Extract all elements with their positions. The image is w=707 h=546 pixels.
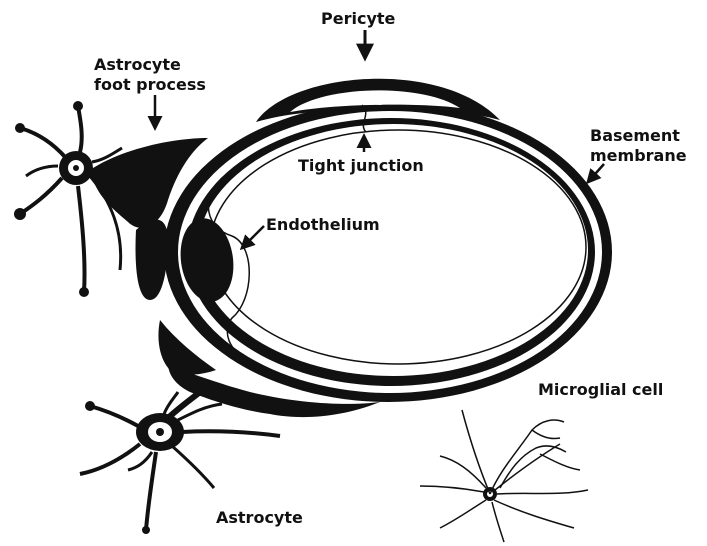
upper-astrocyte-endfoot-1 [15, 123, 25, 133]
basement-membrane-arrow [588, 164, 604, 182]
microglia-process-12 [500, 446, 566, 488]
label-basement-membrane-line2: membrane [590, 146, 687, 165]
upper-astrocyte-process-4 [78, 186, 85, 292]
lower-astrocyte-endfoot-1 [85, 401, 95, 411]
upper-astrocyte-endfoot-2 [73, 101, 83, 111]
microglia-process-10 [532, 430, 560, 439]
microglia-process-2 [490, 420, 564, 494]
microglia-process-9 [440, 456, 486, 488]
lower-astrocyte-process-3 [146, 452, 156, 530]
lower-astrocyte-process-1 [90, 406, 138, 426]
label-tight-junction: Tight junction [298, 156, 424, 175]
label-pericyte: Pericyte [321, 9, 395, 28]
microglia-process-8 [420, 486, 484, 492]
microglial-cell [420, 410, 588, 542]
label-endothelium: Endothelium [266, 215, 380, 234]
lower-astrocyte-process-8 [128, 452, 152, 470]
upper-astrocyte-process-1 [20, 128, 66, 158]
microglia-process-4 [497, 490, 588, 494]
label-basement-membrane-line1: Basement [590, 126, 680, 145]
microglia-process-5 [494, 500, 574, 528]
upper-astrocyte-nucleolus [73, 165, 79, 171]
lower-astrocyte-nucleolus [156, 428, 164, 436]
microglia-process-11 [540, 454, 580, 470]
lower-astrocyte-endfoot-3 [142, 526, 150, 534]
lower-astrocyte-process-5 [172, 446, 214, 488]
astrocyte-foot-process-mid [136, 220, 169, 300]
microglia-process-6 [492, 502, 504, 542]
microglia-process-1 [462, 410, 490, 494]
upper-astrocyte-process-3 [20, 178, 62, 214]
upper-astrocyte-process-7 [26, 166, 58, 176]
upper-astrocyte [14, 101, 122, 297]
label-astrocyte: Astrocyte [216, 508, 303, 527]
upper-astrocyte-endfoot-3 [14, 208, 26, 220]
label-astrocyte-foot-process-line2: foot process [94, 75, 206, 94]
microglia-process-7 [440, 500, 486, 528]
upper-astrocyte-process-2 [78, 106, 82, 152]
label-astrocyte-foot-process-line1: Astrocyte [94, 55, 181, 74]
lower-astrocyte-process-4 [182, 431, 280, 436]
upper-astrocyte-endfoot-4 [79, 287, 89, 297]
label-microglial-cell: Microglial cell [538, 380, 663, 399]
